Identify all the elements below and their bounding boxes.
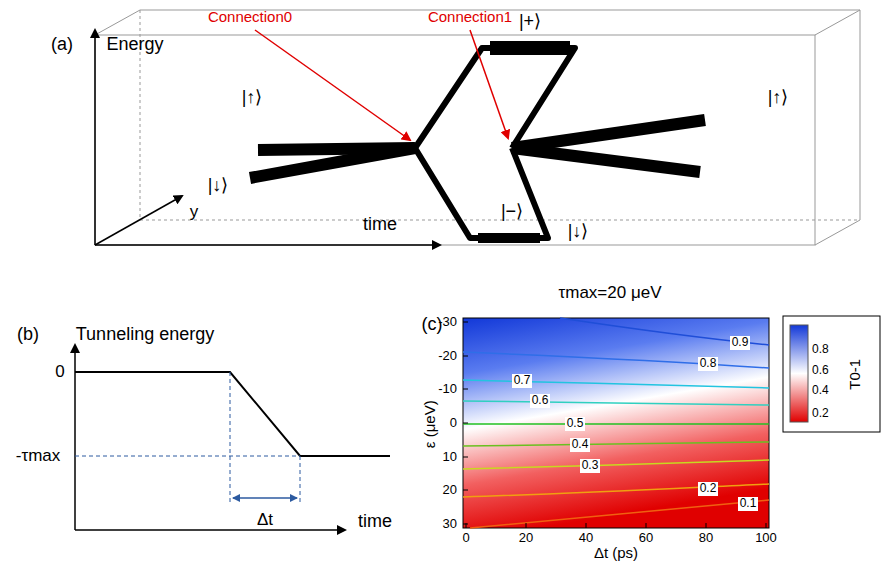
- axis-label: time: [363, 215, 397, 235]
- axis-label: |−⟩: [501, 202, 523, 222]
- axis-label: y: [190, 203, 199, 222]
- axis-label: (b): [17, 325, 39, 345]
- axis-label: 30: [443, 517, 457, 531]
- axis-label: Δt: [257, 511, 273, 530]
- axis-label: |↑⟩: [768, 88, 789, 108]
- axis-label: ε (μeV): [422, 400, 439, 448]
- axis-label: Connection1: [428, 9, 512, 26]
- axis-label: 0.2: [812, 407, 829, 420]
- axis-label: |+⟩: [519, 12, 541, 32]
- axis-label: Tunneling energy: [76, 325, 214, 345]
- axis-label: 60: [639, 531, 653, 545]
- axis-label: |↓⟩: [568, 222, 589, 242]
- connection-pointers: [255, 30, 508, 140]
- heatmap: [463, 318, 769, 528]
- contour-label: 0.6: [530, 394, 551, 407]
- contours: [463, 318, 769, 528]
- colorbar-frame: [783, 316, 880, 432]
- axis-label: 0.4: [812, 384, 829, 397]
- axis-label: τmax=20 μeV: [559, 284, 662, 303]
- axis-label: 20: [519, 531, 533, 545]
- contour-label: 0.1: [738, 497, 759, 510]
- tunneling-plot: [75, 345, 390, 530]
- axis-label: 0.8: [812, 343, 829, 356]
- axis-label: 80: [699, 531, 713, 545]
- axis-label: -30: [438, 315, 457, 329]
- contour-label: 0.8: [698, 357, 719, 370]
- axis-label: time: [358, 512, 392, 532]
- axis-label: Δt (ps): [594, 545, 638, 562]
- contour-label: 0.5: [565, 417, 586, 430]
- axis-label: Energy: [106, 35, 163, 55]
- box-frame: [95, 10, 860, 245]
- axis-label: 0: [462, 531, 469, 545]
- contour-label: 0.9: [730, 336, 751, 349]
- axis-label: -10: [438, 382, 457, 396]
- axis-label: 0: [55, 363, 64, 382]
- axis-label: T0-1: [847, 359, 864, 390]
- axis-label: -τmax: [16, 447, 61, 466]
- axis-label: -20: [438, 349, 457, 363]
- axis-label: 100: [755, 531, 777, 545]
- axis-label: 40: [579, 531, 593, 545]
- axis-label: 20: [443, 483, 457, 497]
- contour-label: 0.3: [580, 459, 601, 472]
- energy-levels: [250, 48, 705, 238]
- axis-label: (a): [51, 35, 73, 55]
- contour-label: 0.7: [512, 374, 533, 387]
- contour-label: 0.2: [698, 482, 719, 495]
- contour-label: 0.4: [570, 438, 591, 451]
- axis-label: 0.6: [812, 364, 829, 377]
- axis-label: 10: [443, 450, 457, 464]
- axis-label: Connection0: [208, 9, 292, 26]
- ticks: [463, 322, 766, 528]
- colorbar: [790, 325, 808, 422]
- axis-label: 0: [450, 416, 457, 430]
- axis-label: |↑⟩: [242, 88, 263, 108]
- axes: [95, 30, 440, 245]
- axis-label: |↓⟩: [208, 176, 229, 196]
